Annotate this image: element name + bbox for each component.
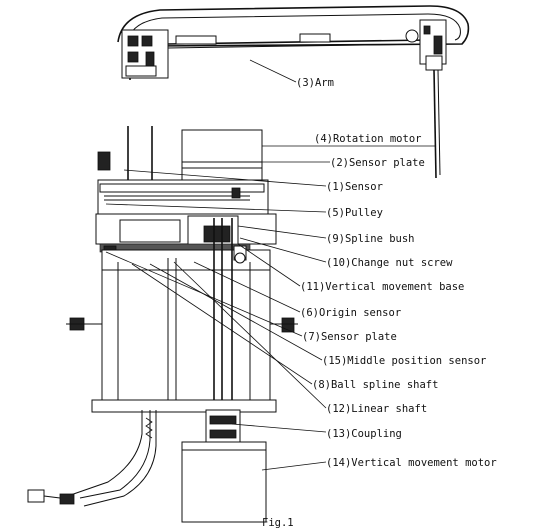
shaft-top [127,126,153,182]
cables [27,410,157,507]
arm-assembly [117,5,470,179]
label-group: (3)Arm (4)Rotation motor (2)Sensor plate… [262,77,497,528]
label-origin-sensor: (6)Origin sensor [300,307,401,319]
label-vertical-movement-base: (11)Vertical movement base [300,281,464,293]
label-linear-shaft: (12)Linear shaft [326,403,427,415]
rotation-motor [181,129,263,181]
leader-lines [105,145,436,471]
label-coupling: (13)Coupling [326,428,402,440]
label-change-nut-screw: (10)Change nut screw [326,257,453,269]
label-pulley: (5)Pulley [326,207,383,219]
label-spline-bush: (9)Spline bush [326,233,415,245]
label-arm: (3)Arm [296,77,334,89]
vertical-movement-motor [181,441,267,523]
label-middle-position-sensor: (15)Middle position sensor [322,355,486,367]
coupling [205,409,241,447]
label-sensor-plate-2: (2)Sensor plate [330,157,425,169]
main-housing [66,151,298,413]
label-vertical-movement-motor: (14)Vertical movement motor [326,457,497,469]
label-sensor: (1)Sensor [326,181,383,193]
label-rotation-motor: (4)Rotation motor [314,133,421,145]
label-sensor-plate-7: (7)Sensor plate [302,331,397,343]
figure-caption: Fig.1 [262,517,294,528]
label-ball-spline-shaft: (8)Ball spline shaft [312,379,438,391]
